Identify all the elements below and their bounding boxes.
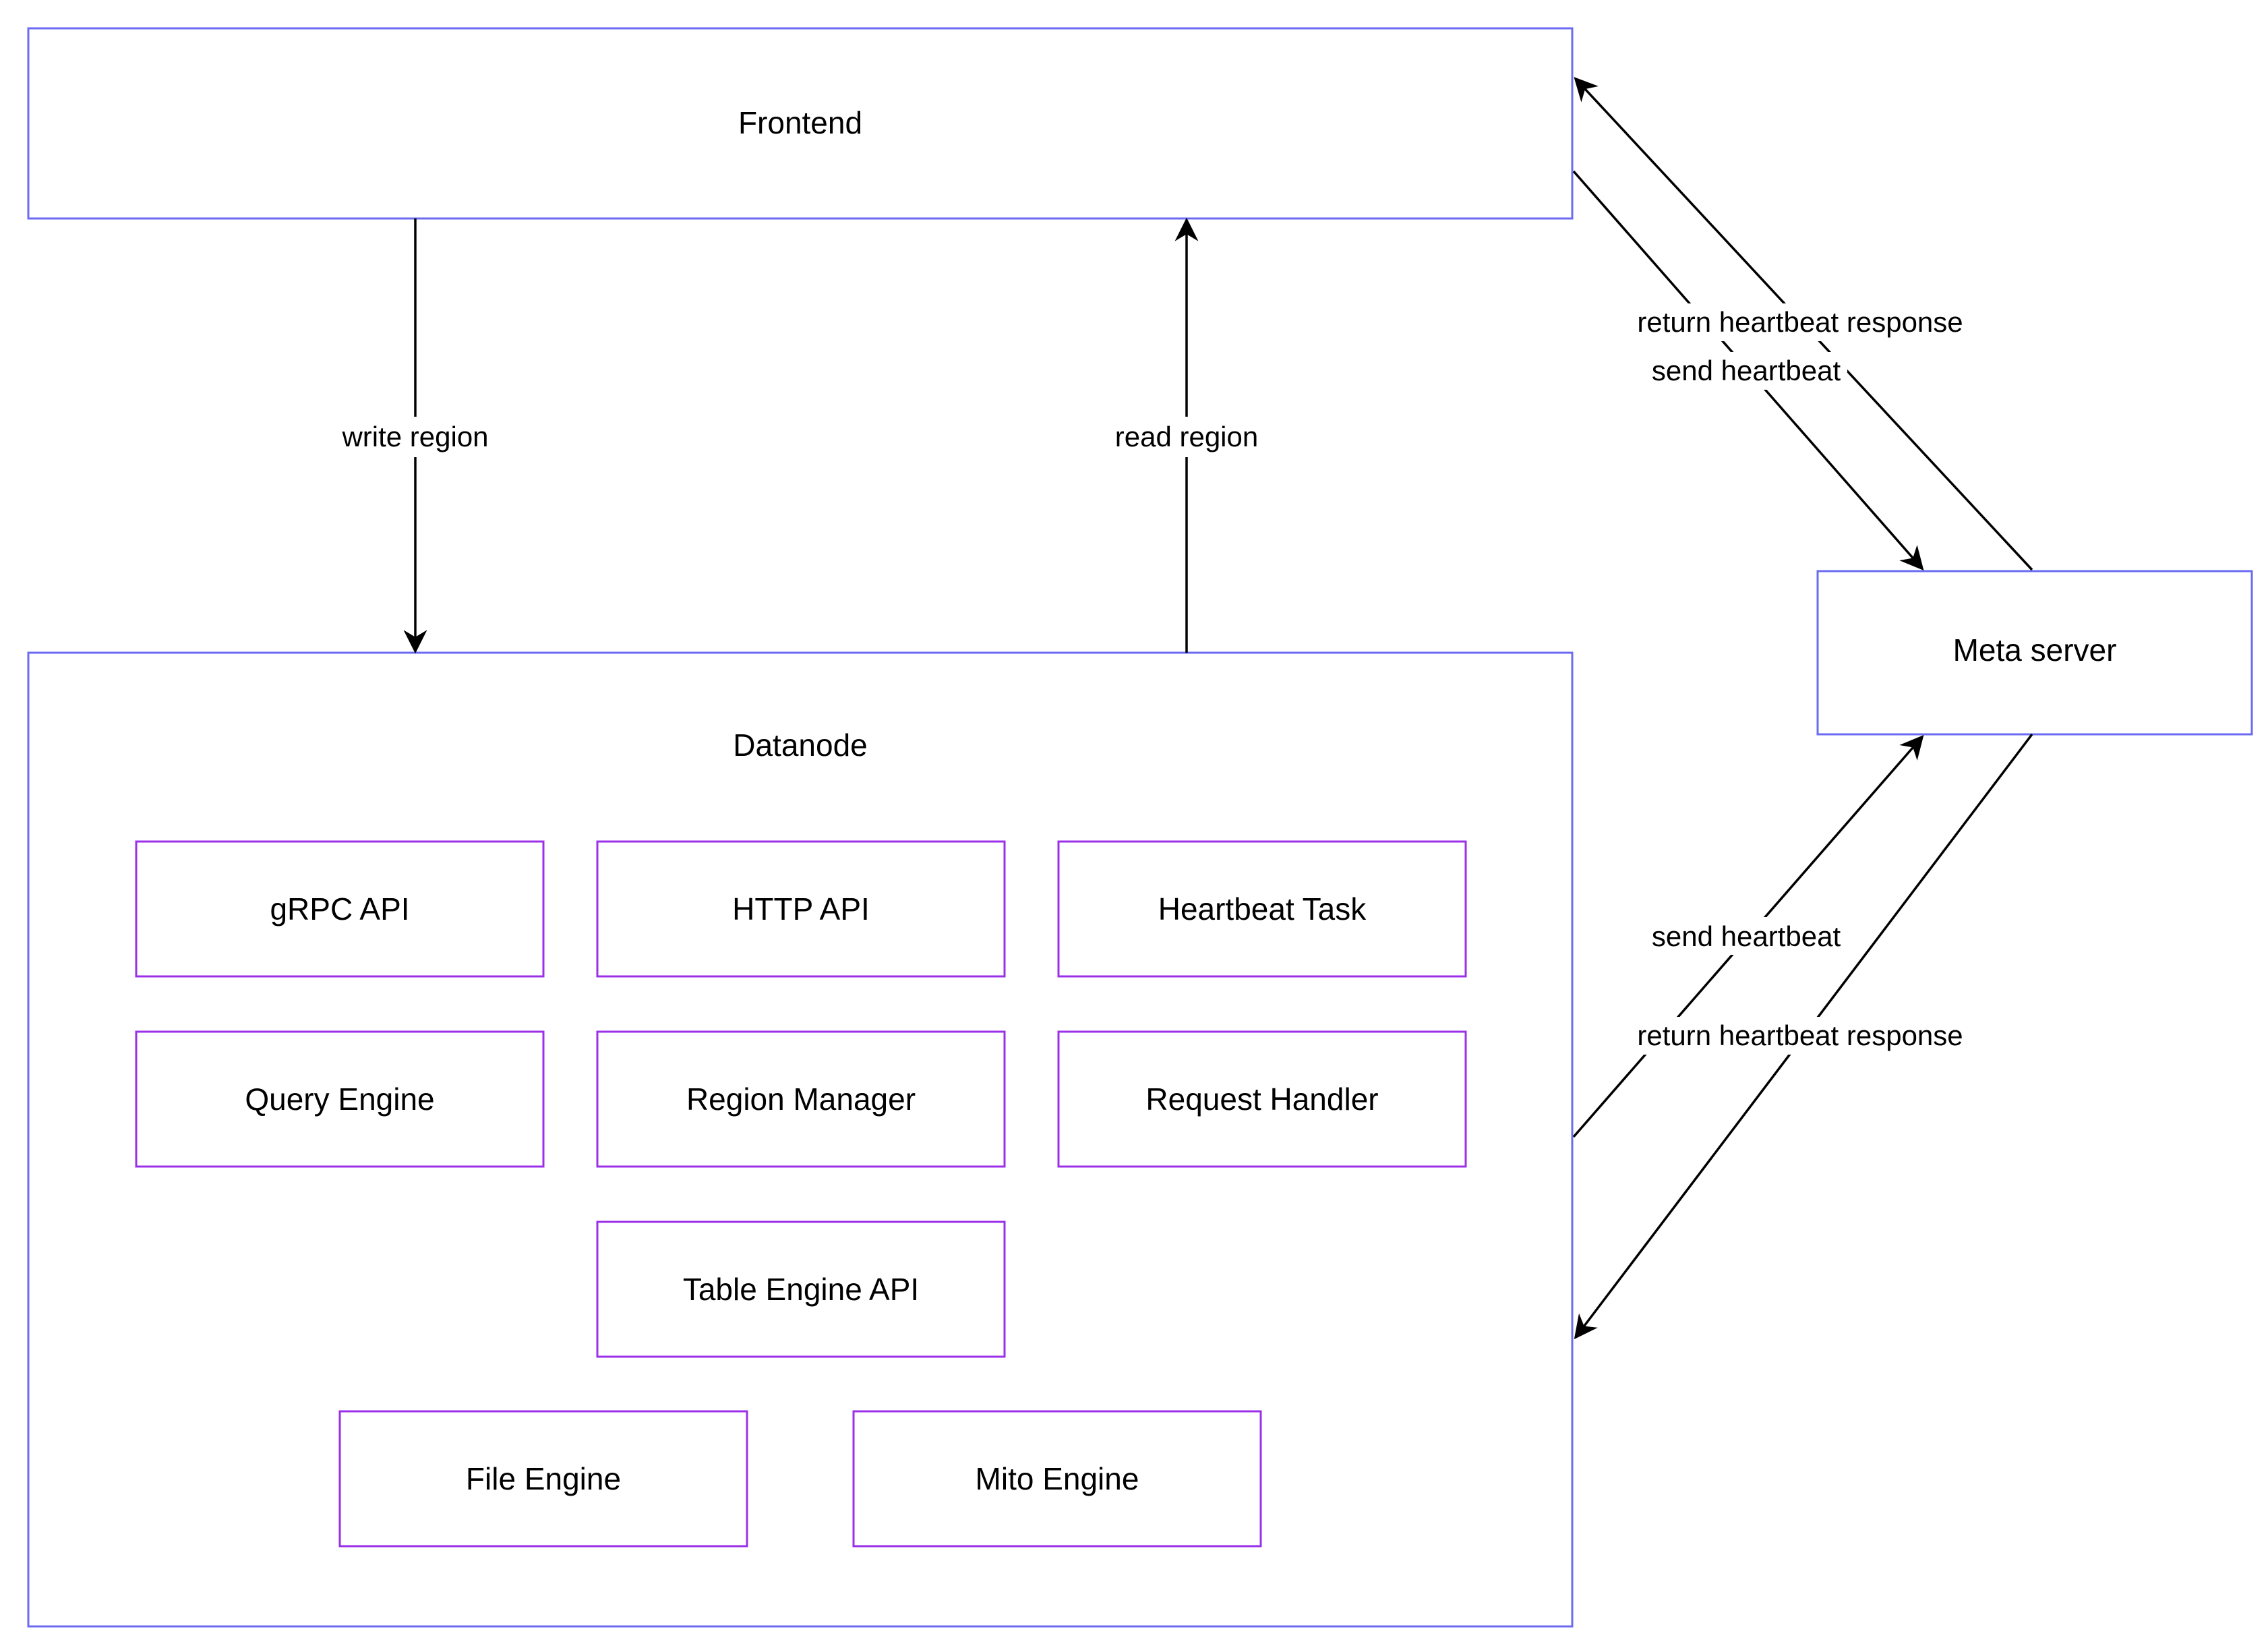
request-handler-box: Request Handler	[1057, 1030, 1467, 1168]
query-engine-label: Query Engine	[245, 1082, 434, 1117]
grpc-api-label: gRPC API	[270, 891, 409, 926]
mito-engine-label: Mito Engine	[976, 1461, 1139, 1496]
read-region-edge: read region	[1110, 217, 1263, 653]
table-engine-api-box: Table Engine API	[596, 1220, 1006, 1358]
file-engine-box: File Engine	[338, 1410, 748, 1548]
heartbeat-task-box: Heartbeat Task	[1057, 840, 1467, 978]
bottom-send-heartbeat-label: send heartbeat	[1652, 920, 1841, 952]
region-manager-box: Region Manager	[596, 1030, 1006, 1168]
http-api-box: HTTP API	[596, 840, 1006, 978]
mito-engine-box: Mito Engine	[852, 1410, 1262, 1548]
top-return-heartbeat-label: return heartbeat response	[1637, 306, 1963, 338]
frontend-box: Frontend	[27, 27, 1574, 220]
write-region-label: write region	[341, 421, 488, 452]
heartbeat-task-label: Heartbeat Task	[1158, 891, 1367, 926]
meta-server-label: Meta server	[1953, 632, 2117, 668]
table-engine-api-label: Table Engine API	[683, 1272, 919, 1307]
grpc-api-box: gRPC API	[135, 840, 545, 978]
read-region-label: read region	[1115, 421, 1258, 452]
top-send-heartbeat-label: send heartbeat	[1652, 355, 1841, 386]
frontend-label: Frontend	[738, 105, 862, 140]
http-api-label: HTTP API	[732, 891, 870, 926]
request-handler-label: Request Handler	[1145, 1082, 1378, 1117]
region-manager-label: Region Manager	[686, 1082, 916, 1117]
write-region-edge: write region	[334, 218, 496, 654]
query-engine-box: Query Engine	[135, 1030, 545, 1168]
file-engine-label: File Engine	[466, 1461, 621, 1496]
bottom-return-heartbeat-label: return heartbeat response	[1637, 1020, 1963, 1051]
datanode-label: Datanode	[733, 728, 868, 763]
meta-server-box: Meta server	[1816, 570, 2253, 736]
